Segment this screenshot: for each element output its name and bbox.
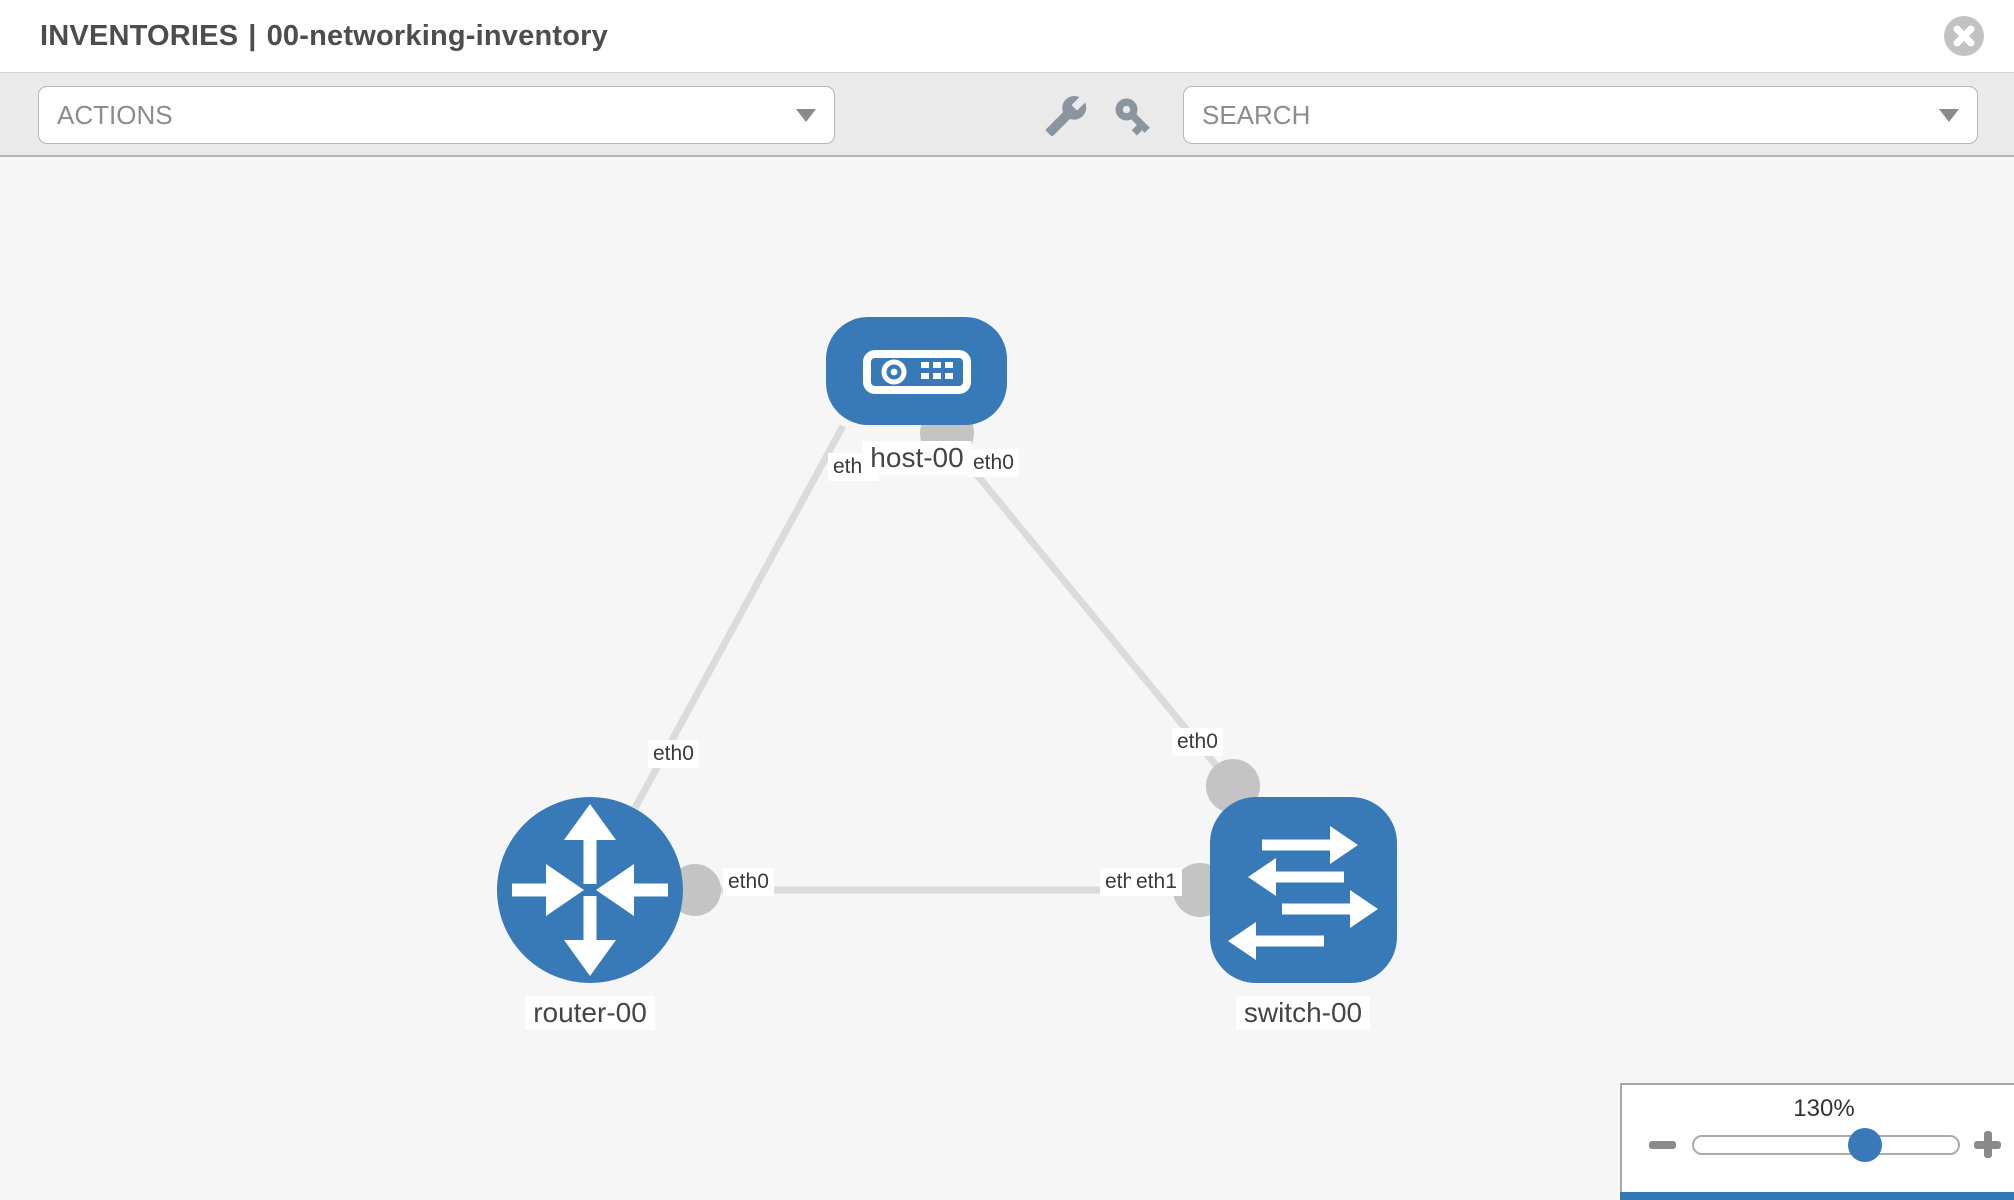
router-icon: [512, 804, 668, 976]
interface-label: eth0: [968, 449, 1019, 477]
close-button[interactable]: [1944, 16, 1984, 56]
node-router-00[interactable]: [497, 797, 683, 983]
search-input[interactable]: [1202, 99, 1939, 131]
breadcrumb-separator: |: [248, 19, 257, 52]
node-label-host: host-00: [862, 441, 972, 475]
zoom-out-button[interactable]: [1649, 1141, 1676, 1149]
interface-label: eth0: [723, 868, 774, 896]
interface-label: eth0: [1172, 728, 1223, 756]
chevron-down-icon: [1939, 108, 1959, 122]
chevron-down-icon: [796, 108, 816, 122]
switch-icon: [1228, 826, 1378, 960]
actions-dropdown-label: ACTIONS: [57, 99, 173, 130]
node-host-00[interactable]: [826, 317, 1007, 425]
close-icon: [1953, 25, 1975, 47]
header: INVENTORIES | 00-networking-inventory: [0, 0, 2014, 72]
topology-graph: [497, 317, 1397, 983]
plus-icon: [1984, 1131, 1992, 1158]
inventory-name: 00-networking-inventory: [266, 19, 608, 52]
zoom-slider-knob[interactable]: [1848, 1128, 1882, 1162]
topology-canvas[interactable]: eth0 eth0 eth0 eth0 eth0 eth0 eth1 host-…: [0, 157, 2014, 1200]
wrench-icon[interactable]: [1044, 94, 1088, 138]
node-label-router: router-00: [525, 996, 655, 1030]
toolbar: ACTIONS: [0, 72, 2014, 157]
bottom-blue-bar: [1620, 1192, 2014, 1200]
search-dropdown[interactable]: [1183, 86, 1978, 144]
link-host-switch[interactable]: [937, 427, 1236, 789]
host-icon: [863, 350, 971, 394]
interface-label: eth0: [648, 740, 699, 768]
node-label-switch: switch-00: [1235, 996, 1371, 1030]
zoom-value: 130%: [1793, 1095, 1855, 1122]
zoom-slider-track[interactable]: [1692, 1135, 1960, 1155]
page-title: INVENTORIES | 00-networking-inventory: [40, 0, 608, 72]
breadcrumb-section[interactable]: INVENTORIES: [40, 19, 239, 52]
interface-label: eth1: [1131, 868, 1182, 896]
key-icon[interactable]: [1111, 94, 1155, 138]
zoom-in-button[interactable]: [1974, 1131, 2001, 1158]
zoom-panel: 130%: [1620, 1083, 2014, 1200]
node-switch-00[interactable]: [1210, 797, 1397, 983]
actions-dropdown[interactable]: ACTIONS: [38, 86, 835, 144]
